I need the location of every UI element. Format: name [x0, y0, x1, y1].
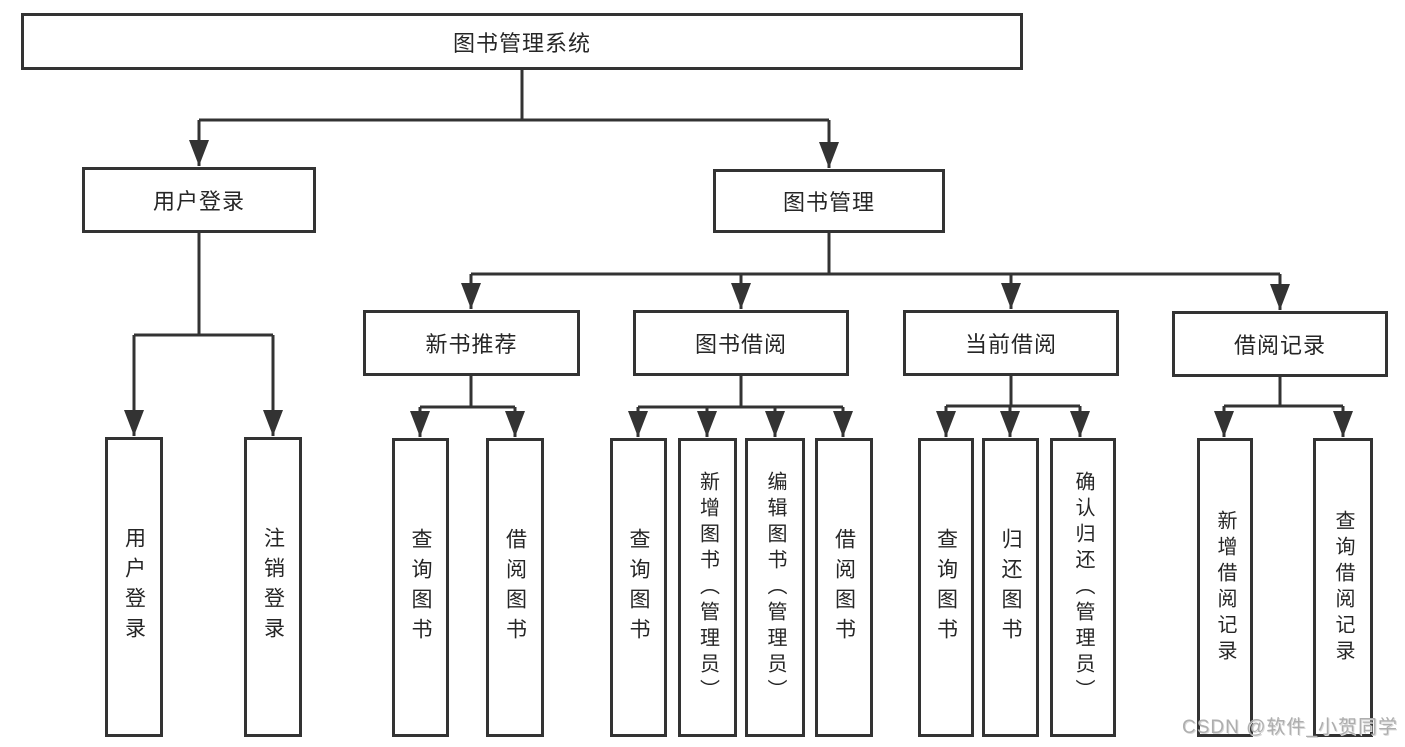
leaf-borrow-borrow-book: 借阅图书 — [815, 438, 873, 737]
leaf-newbook-query-book: 查询图书 — [392, 438, 449, 737]
node-book-borrow-label: 图书借阅 — [694, 332, 787, 357]
leaf-borrow-borrow-book-label: 借阅图书 — [832, 527, 856, 648]
node-current-borrow-label: 当前借阅 — [964, 332, 1057, 357]
leaf-borrow-edit-book-admin: 编辑图书（管理员） — [745, 438, 805, 737]
leaf-records-query-record-label: 查询借阅记录 — [1332, 509, 1354, 666]
leaf-newbook-query-book-label: 查询图书 — [409, 527, 432, 648]
node-new-book-rec: 新书推荐 — [363, 310, 580, 376]
leaf-logout: 注销登录 — [244, 437, 302, 737]
leaf-records-add-record-label: 新增借阅记录 — [1214, 509, 1236, 666]
node-user-login-branch-label: 用户登录 — [152, 189, 245, 214]
leaf-records-add-record: 新增借阅记录 — [1197, 438, 1253, 737]
leaf-current-query-book: 查询图书 — [918, 438, 974, 737]
csdn-watermark: CSDN @软件_小贺同学 — [1182, 717, 1398, 738]
node-book-borrow: 图书借阅 — [633, 310, 849, 376]
node-user-login-branch: 用户登录 — [82, 167, 316, 233]
leaf-records-query-record: 查询借阅记录 — [1313, 438, 1373, 737]
leaf-borrow-add-book-admin-label: 新增图书（管理员） — [696, 470, 719, 705]
leaf-user-login: 用户登录 — [105, 437, 163, 737]
leaf-newbook-borrow-book: 借阅图书 — [486, 438, 544, 737]
node-root-system-label: 图书管理系统 — [452, 30, 591, 56]
leaf-borrow-edit-book-admin-label: 编辑图书（管理员） — [764, 470, 786, 705]
leaf-current-confirm-return-admin: 确认归还（管理员） — [1050, 438, 1116, 737]
leaf-logout-label: 注销登录 — [261, 527, 285, 647]
connector-stems — [132, 70, 1345, 437]
leaf-current-return-book: 归还图书 — [982, 438, 1039, 737]
leaf-current-query-book-label: 查询图书 — [934, 527, 958, 648]
node-borrow-records-label: 借阅记录 — [1233, 333, 1326, 358]
node-book-mgmt-branch: 图书管理 — [713, 169, 945, 233]
leaf-newbook-borrow-book-label: 借阅图书 — [503, 527, 527, 648]
leaf-current-confirm-return-admin-label: 确认归还（管理员） — [1072, 470, 1094, 705]
leaf-borrow-query-book: 查询图书 — [610, 438, 667, 737]
node-root-system: 图书管理系统 — [21, 13, 1023, 70]
node-new-book-rec-label: 新书推荐 — [425, 332, 518, 357]
node-current-borrow: 当前借阅 — [903, 310, 1119, 376]
leaf-borrow-query-book-label: 查询图书 — [627, 527, 650, 648]
node-book-mgmt-branch-label: 图书管理 — [782, 190, 875, 215]
leaf-current-return-book-label: 归还图书 — [999, 527, 1022, 648]
leaf-user-login-label: 用户登录 — [122, 527, 146, 647]
arrowheads — [124, 140, 1353, 437]
leaf-borrow-add-book-admin: 新增图书（管理员） — [678, 438, 737, 737]
node-borrow-records: 借阅记录 — [1172, 311, 1388, 377]
